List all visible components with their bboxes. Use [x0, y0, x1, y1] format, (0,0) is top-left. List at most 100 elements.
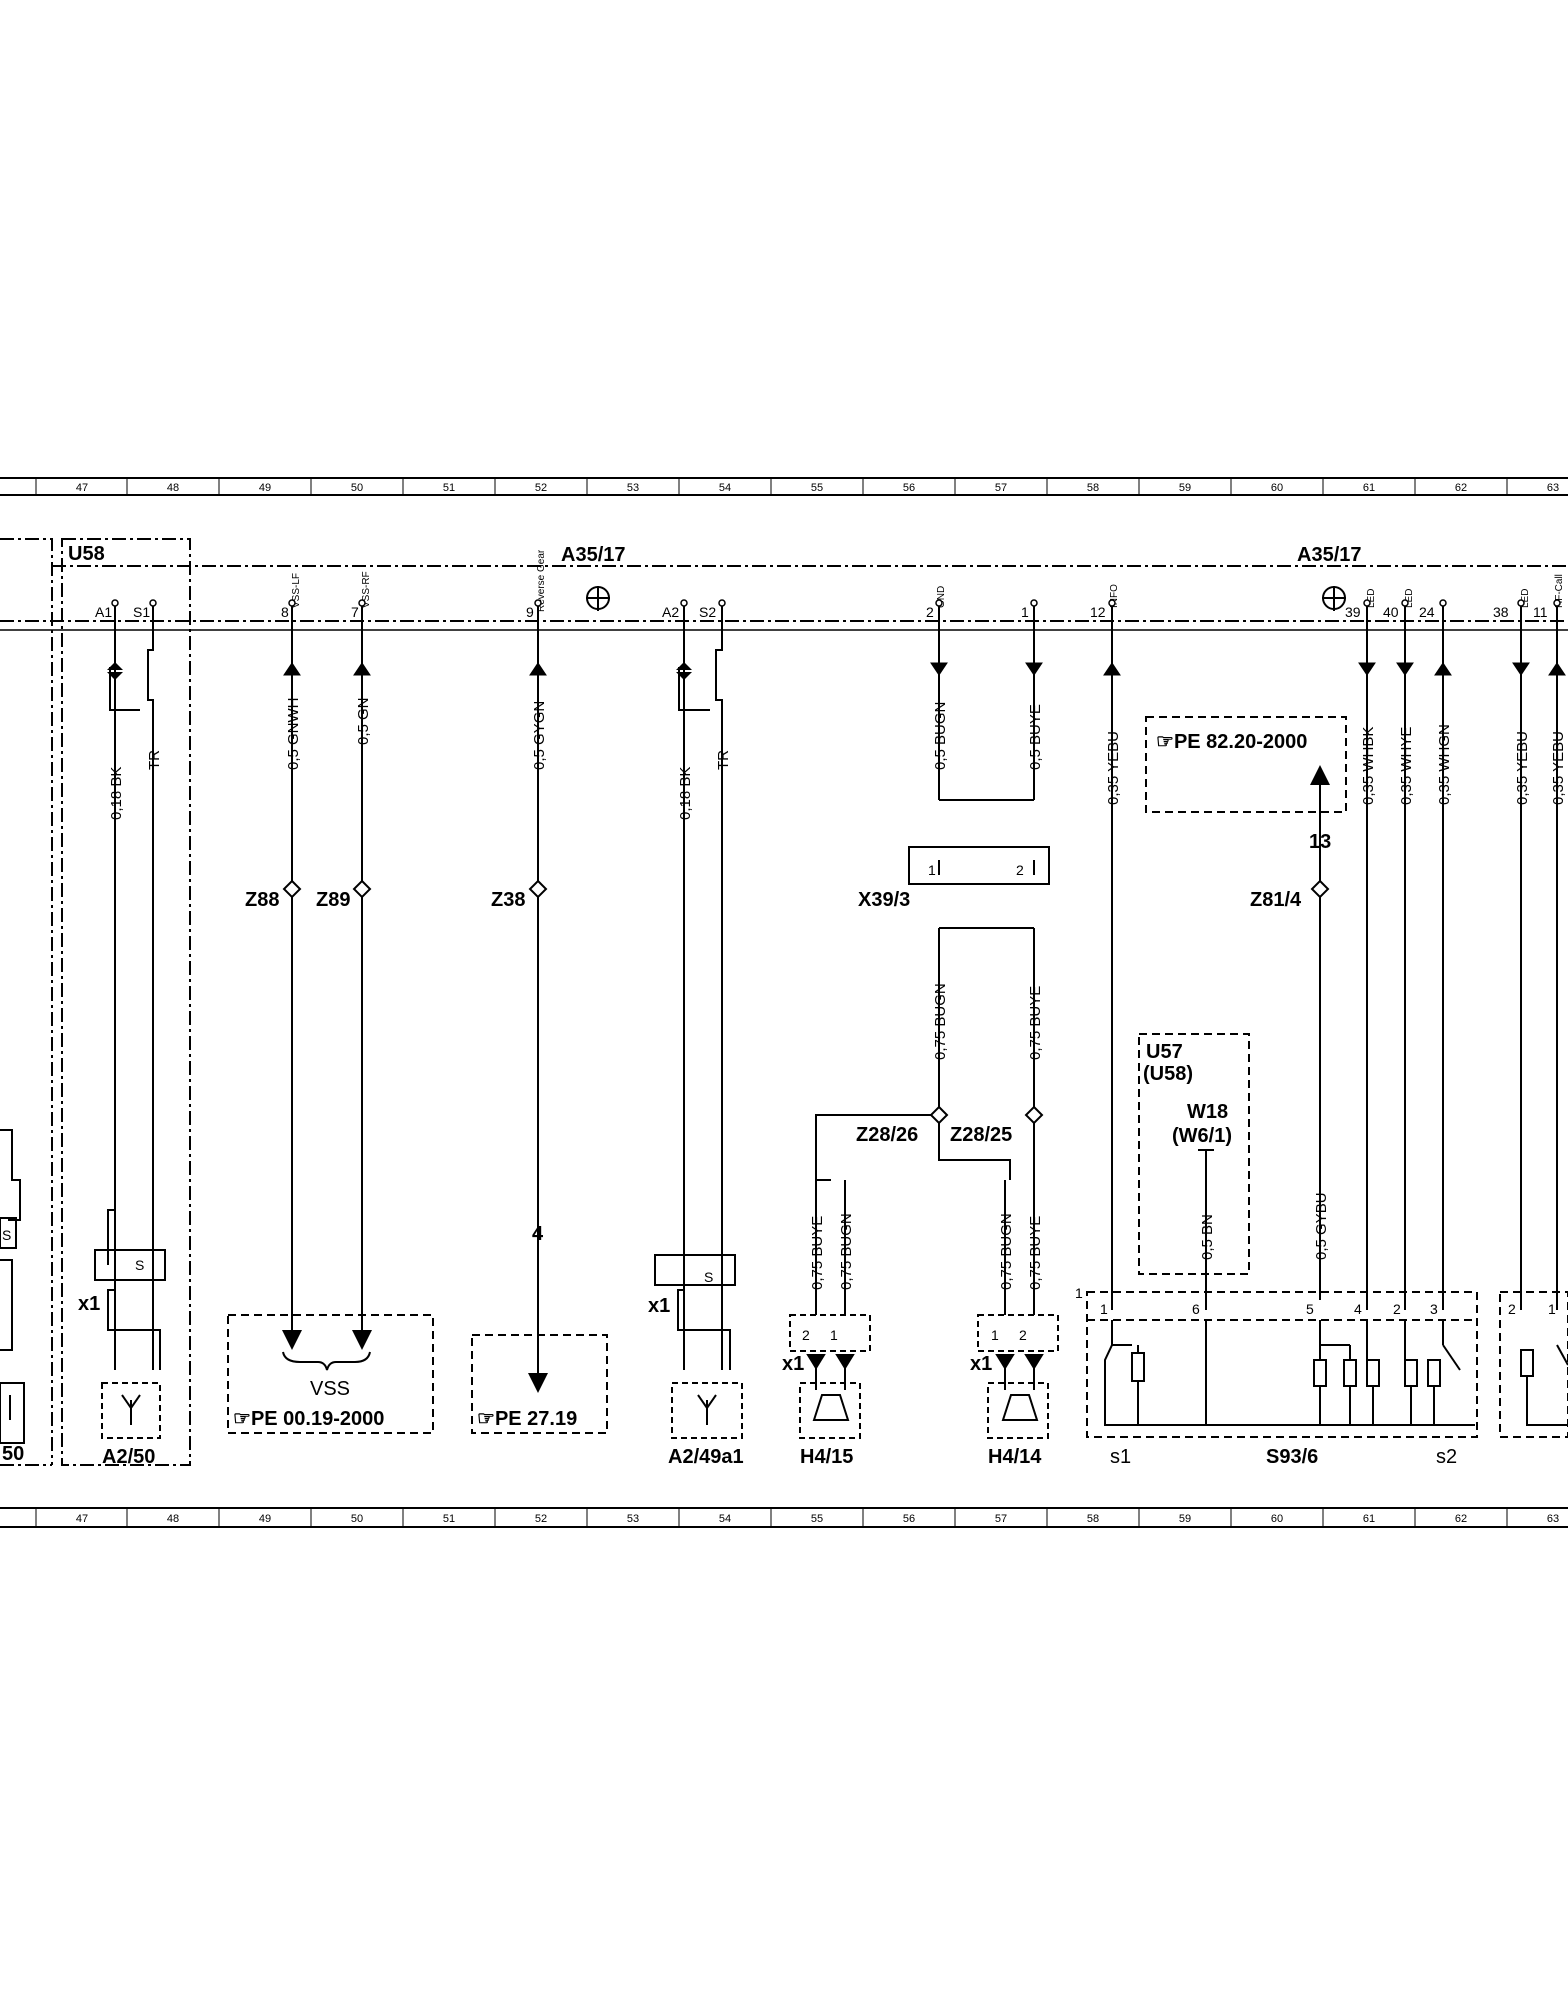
- ruler-top-62: 62: [1455, 482, 1467, 494]
- wire-label: 0,75 BUGN: [932, 983, 949, 1060]
- wire-label: TR: [715, 750, 732, 770]
- signal-led-2: LED: [1404, 589, 1415, 608]
- top-ruler-labels: 47 48 49 50 51 52 53 54 55 56 57 58 59 6…: [76, 482, 1559, 494]
- ruler-bottom-49: 49: [259, 1513, 271, 1525]
- wire-label: 0,75 BUYE: [809, 1216, 826, 1290]
- s93-pin-6: 6: [1192, 1301, 1200, 1317]
- u58-module-label: U58: [68, 543, 105, 565]
- wire-label: 0,5 GNWH: [285, 697, 302, 770]
- ruler-bottom-58: 58: [1087, 1513, 1099, 1525]
- wire-label: TR: [146, 750, 163, 770]
- wire-label: 0,75 BUYE: [1027, 1216, 1044, 1290]
- splice-z28-25: Z28/25: [950, 1124, 1012, 1146]
- s93-pin-3: 3: [1430, 1301, 1438, 1317]
- connector-x39-3: [908, 846, 1050, 885]
- s1-label: s1: [1110, 1446, 1131, 1468]
- bottom-ruler: [0, 1507, 1568, 1528]
- ruler-bottom-61: 61: [1363, 1513, 1375, 1525]
- ruler-bottom-51: 51: [443, 1513, 455, 1525]
- pin-labels: A1 S1 8 7 9 A2 S2 2 1 12 39 40 24 38 11: [95, 604, 1548, 620]
- a2-50-s-label: S: [135, 1257, 144, 1273]
- wire-label: 0,35 YEBU: [1105, 731, 1122, 805]
- hand-pointer-icon: ☞: [477, 1408, 495, 1430]
- signal-vss-rf: VSS-RF: [361, 571, 372, 608]
- ruler-top-55: 55: [811, 482, 823, 494]
- u58-alt-label: (U58): [1143, 1063, 1193, 1085]
- ruler-top-54: 54: [719, 482, 731, 494]
- pin-38: 38: [1493, 604, 1509, 620]
- h4-15-label: H4/15: [800, 1446, 853, 1468]
- a2-49a1-label: A2/49a1: [668, 1446, 744, 1468]
- pin-40: 40: [1383, 604, 1399, 620]
- signal-led-1: LED: [1366, 589, 1377, 608]
- ruler-bottom-62: 62: [1455, 1513, 1467, 1525]
- wire-label: 0,5 GYGN: [531, 701, 548, 770]
- pin-24: 24: [1419, 604, 1435, 620]
- a35-17-left-label: A35/17: [561, 544, 626, 566]
- s93-corner-1: 1: [1075, 1285, 1083, 1301]
- signal-vss-lf: VSS-LF: [291, 573, 302, 608]
- wire-label: 0,35 YEBU: [1514, 731, 1531, 805]
- ruler-top-63: 63: [1547, 482, 1559, 494]
- ruler-bottom-59: 59: [1179, 1513, 1191, 1525]
- pin-a1: A1: [95, 604, 112, 620]
- ruler-bottom-55: 55: [811, 1513, 823, 1525]
- wire-label: 0,35 WHBK: [1360, 727, 1377, 805]
- left-edge-50-label: 50: [2, 1443, 24, 1465]
- a2-49a1-s-label: S: [704, 1269, 713, 1285]
- ruler-bottom-60: 60: [1271, 1513, 1283, 1525]
- ruler-top-58: 58: [1087, 482, 1099, 494]
- wire-label: 0,75 BUGN: [838, 1213, 855, 1290]
- pin-12: 12: [1090, 604, 1106, 620]
- splice-points: [282, 879, 1330, 1125]
- pin-9: 9: [526, 604, 534, 620]
- pin-2: 2: [926, 604, 934, 620]
- a35-17-right-label: A35/17: [1297, 544, 1362, 566]
- wire-label: 0,5 BN: [1199, 1214, 1216, 1260]
- page-ref-13: 13: [1309, 831, 1331, 853]
- h4-15-speaker: [789, 1314, 871, 1439]
- left-s-label: S: [2, 1227, 11, 1243]
- x1-label: x1: [648, 1295, 670, 1317]
- ruler-top-52: 52: [535, 482, 547, 494]
- ruler-top-57: 57: [995, 482, 1007, 494]
- pin-s2: S2: [699, 604, 716, 620]
- pin-7: 7: [351, 604, 359, 620]
- splice-z89: Z89: [316, 889, 350, 911]
- wire-label: 0,18 BK: [108, 767, 125, 820]
- ruler-top-61: 61: [1363, 482, 1375, 494]
- s93-6-switch-block: [1086, 1291, 1568, 1438]
- x1-label: x1: [970, 1353, 992, 1375]
- ruler-bottom-54: 54: [719, 1513, 731, 1525]
- ground-symbol-icon: [1322, 586, 1346, 611]
- splice-z38: Z38: [491, 889, 525, 911]
- ruler-top-50: 50: [351, 482, 363, 494]
- splice-z81-4: Z81/4: [1250, 889, 1302, 911]
- wire-label: 0,75 BUYE: [1027, 986, 1044, 1060]
- signal-led-3: LED: [1520, 589, 1531, 608]
- ruler-bottom-56: 56: [903, 1513, 915, 1525]
- wire-label: 0,35 WHYE: [1398, 727, 1415, 805]
- connector-pin-1: 1: [928, 862, 936, 878]
- wire-label: 0,18 BK: [677, 767, 694, 820]
- ruler-top-60: 60: [1271, 482, 1283, 494]
- wire-label: 0,5 BUGN: [932, 702, 949, 770]
- splice-z88: Z88: [245, 889, 279, 911]
- s93-pin-1: 1: [1100, 1301, 1108, 1317]
- signal-gnd: GND: [936, 586, 947, 608]
- wires: [109, 606, 1558, 1393]
- right-pin-1: 1: [1548, 1301, 1556, 1317]
- s93-pin-5: 5: [1306, 1301, 1314, 1317]
- pin-1: 1: [1021, 604, 1029, 620]
- module-boundaries: [0, 538, 1568, 1466]
- s93-6-pin-labels: 1 6 5 4 2 3 2 1: [1100, 1301, 1556, 1317]
- bus-terminals: [111, 599, 1561, 607]
- w18-label: W18: [1187, 1101, 1228, 1123]
- ruler-top-48: 48: [167, 482, 179, 494]
- wire-label: 0,35 WHGN: [1436, 724, 1453, 805]
- ruler-top-49: 49: [259, 482, 271, 494]
- splice-z28-26: Z28/26: [856, 1124, 918, 1146]
- wire-label: 0,5 GYBU: [1313, 1192, 1330, 1260]
- splice-labels: Z88 Z89 Z38 Z81/4 Z28/26 Z28/25 X39/3: [245, 889, 1302, 1146]
